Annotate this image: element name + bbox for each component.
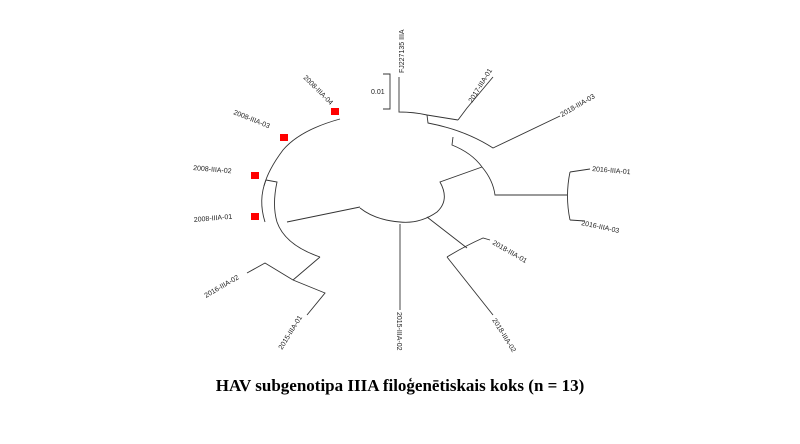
- leaf-label-2017-01: 2017-IIIA-01: [468, 68, 494, 104]
- marker-2008-02: [251, 172, 259, 179]
- branch-left-arc: [265, 179, 321, 258]
- scale-bar: [383, 73, 391, 110]
- branch-2016-leaves: [569, 168, 591, 222]
- leaf-label-2008-04: 2008-IIIA-04: [302, 74, 334, 106]
- leaf-label-ref: FJ227135 IIIA: [399, 29, 406, 73]
- marker-2008-03: [280, 134, 288, 141]
- branch-core-arc: [359, 166, 483, 223]
- branch-2015-01: [292, 279, 326, 316]
- branch-2018-03: [426, 114, 561, 149]
- leaf-label-2018-03: 2018-IIIA-03: [560, 93, 597, 118]
- leaf-label-2015-01: 2015-IIIA-01: [278, 315, 304, 351]
- branch-2018-02: [446, 256, 494, 316]
- branch-2018-bracket: [446, 237, 491, 258]
- branch-2016-02: [246, 262, 294, 281]
- leaf-label-2008-01: 2008-IIIA-01: [194, 214, 233, 224]
- branch-2017-01: [457, 76, 494, 121]
- leaf-label-2018-01: 2018-IIIA-01: [491, 240, 528, 265]
- leaf-label-2008-02: 2008-IIIA-02: [193, 165, 232, 175]
- leaf-label-2016-03: 2016-IIIA-03: [581, 220, 620, 235]
- branch-to-left-clade: [286, 206, 361, 223]
- branch-2016-clade: [451, 136, 567, 196]
- branch-2008-inner-arc: [261, 179, 267, 223]
- figure-caption: HAV subgenotipa IIIA filoģenētiskais kok…: [215, 376, 585, 395]
- branch-2018-clade: [426, 216, 468, 249]
- branch-ref: [398, 77, 459, 121]
- marker-2008-01: [251, 213, 259, 220]
- leaf-label-2008-03: 2008-IIIA-03: [232, 109, 270, 130]
- scale-bar-label: 0.01: [371, 89, 385, 96]
- leaf-label-2016-01: 2016-IIIA-01: [592, 166, 631, 176]
- leaf-label-2018-02: 2018-IIIA-02: [490, 317, 516, 353]
- leaf-label-2016-02: 2016-IIIA-02: [204, 274, 241, 299]
- leaf-label-2015-02: 2015-IIIA-02: [395, 312, 402, 351]
- branch-2016-bracket: [567, 171, 571, 221]
- branch-2015-2016-node: [292, 256, 321, 281]
- branch-2008-outer-arc: [263, 118, 341, 187]
- marker-2008-04: [331, 108, 339, 115]
